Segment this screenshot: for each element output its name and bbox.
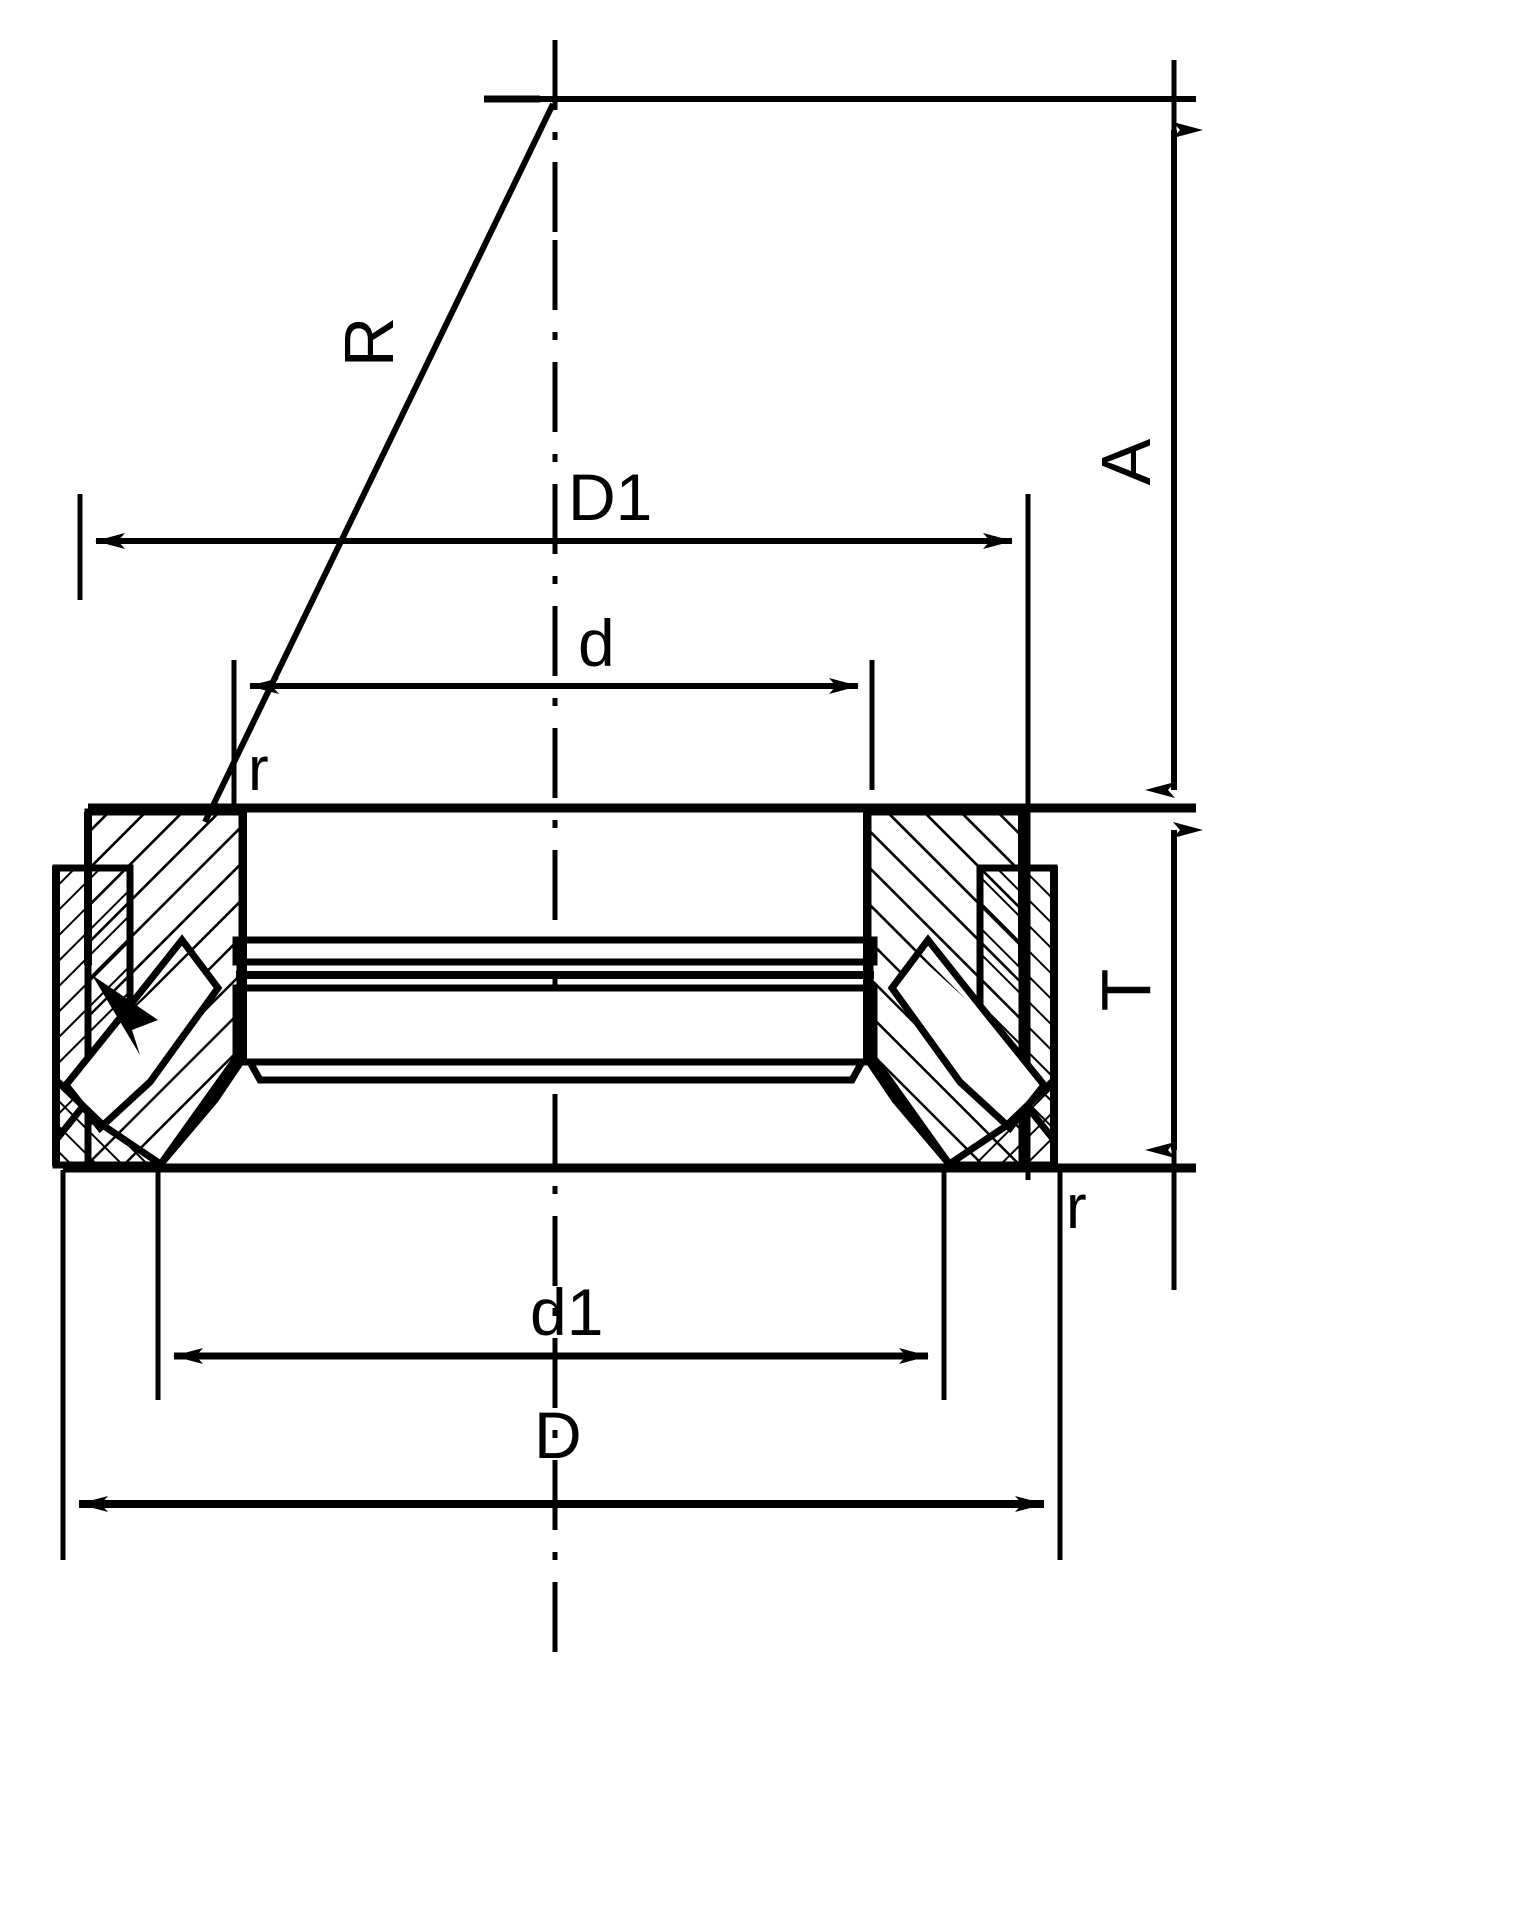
- label-r-lower: r: [1066, 1173, 1087, 1242]
- left-upper-hatch-block: [88, 812, 242, 1012]
- dimension-D: [60, 1170, 1063, 1560]
- label-D: D: [534, 1398, 582, 1472]
- left-raceway-lines: [157, 1047, 245, 1168]
- label-R: R: [330, 317, 408, 368]
- right-upper-hatch-block: [868, 812, 1022, 1012]
- label-d: d: [578, 606, 615, 680]
- label-A: A: [1087, 438, 1165, 485]
- right-raceway-lines: [865, 1047, 953, 1168]
- dimension-d1: [155, 1170, 947, 1400]
- left-roller-direction-arrow: [92, 975, 158, 1055]
- radius-leader-line: [202, 102, 556, 824]
- label-d1: d1: [530, 1275, 603, 1349]
- label-T: T: [1087, 969, 1165, 1012]
- dimension-A: [485, 60, 1203, 798]
- central-shaft-washer: [232, 936, 878, 1084]
- left-outer-edge: [52, 812, 92, 1166]
- right-outer-edge: [1018, 812, 1058, 1166]
- label-r-upper: r: [248, 735, 269, 804]
- label-D1: D1: [568, 460, 652, 534]
